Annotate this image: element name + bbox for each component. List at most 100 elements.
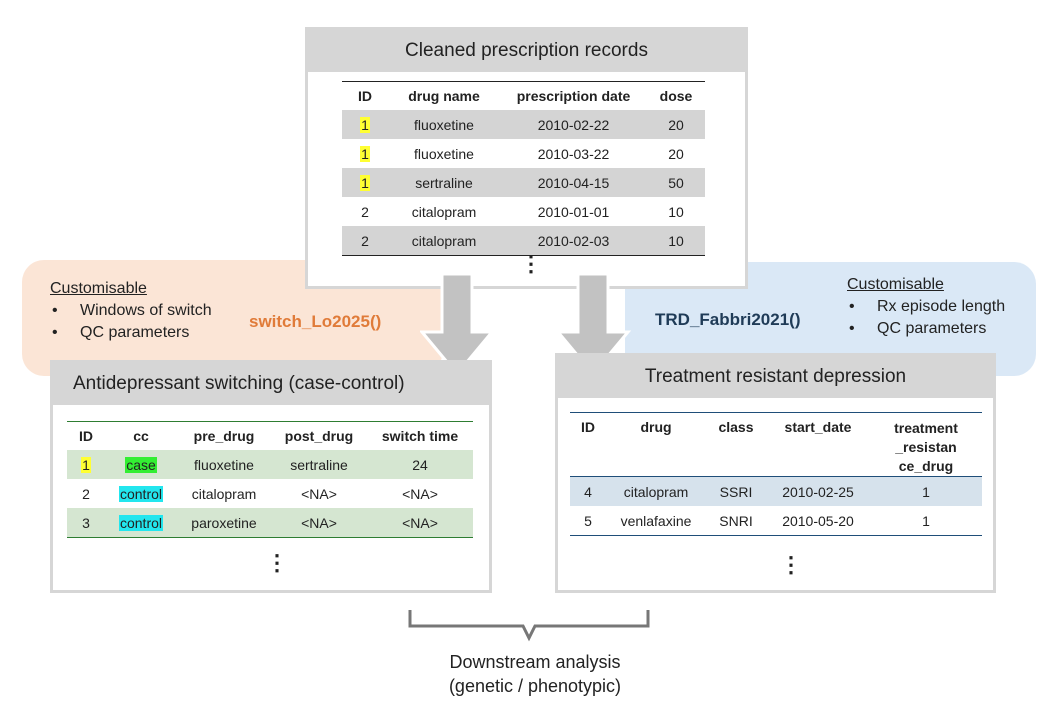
switch-time-cell: <NA> — [367, 508, 473, 538]
customisable-item: Windows of switch — [50, 300, 212, 322]
date-cell: 2010-02-03 — [500, 226, 647, 256]
column-header: drug — [640, 419, 672, 435]
trd-card: Treatment resistant depression ID drug c… — [555, 353, 996, 593]
table-row: 1 sertraline 2010-04-15 50 — [342, 168, 705, 197]
dose-cell: 10 — [647, 226, 705, 256]
table-row: 2 citalopram 2010-02-03 10 — [342, 226, 705, 256]
switch-customisable-block: Customisable Windows of switch QC parame… — [50, 278, 212, 344]
post-drug-cell: sertraline — [271, 450, 367, 479]
card-title: Cleaned prescription records — [308, 30, 745, 72]
start-date-cell: 2010-02-25 — [766, 476, 870, 506]
column-header: drug name — [408, 88, 480, 104]
cc-cell: control — [118, 485, 164, 502]
table-header-row: ID drug class start_date treatment _resi… — [570, 413, 982, 477]
table-row: 4 citalopram SSRI 2010-02-25 1 — [570, 476, 982, 506]
drug-cell: citalopram — [606, 476, 706, 506]
class-cell: SSRI — [706, 476, 766, 506]
cc-cell: case — [125, 456, 157, 473]
column-header: prescription date — [516, 88, 631, 104]
post-drug-cell: <NA> — [271, 508, 367, 538]
dose-cell: 50 — [647, 168, 705, 197]
date-cell: 2010-02-22 — [500, 110, 647, 139]
id-cell: 2 — [361, 203, 369, 220]
column-header: post_drug — [284, 428, 354, 444]
date-cell: 2010-01-01 — [537, 203, 610, 220]
prescription-table: ID drug name prescription date dose 1 fl… — [342, 81, 705, 256]
switching-table: ID cc pre_drug post_drug switch time 1 c… — [67, 421, 473, 538]
drug-cell: sertraline — [388, 168, 500, 197]
drug-cell: citalopram — [411, 203, 477, 220]
id-cell: 3 — [67, 508, 105, 538]
switch-time-cell: <NA> — [402, 485, 438, 502]
table-row: 3 control paroxetine <NA> <NA> — [67, 508, 473, 538]
customisable-list: Windows of switch QC parameters — [50, 300, 212, 344]
switch-time-cell: 24 — [367, 450, 473, 479]
table-row: 2 citalopram 2010-01-01 10 — [342, 197, 705, 226]
switch-function-name: switch_Lo2025() — [249, 312, 382, 331]
column-header: cc — [133, 428, 149, 444]
table-header-row: ID cc pre_drug post_drug switch time — [67, 422, 473, 451]
dose-cell: 10 — [668, 203, 684, 220]
table-row: 1 fluoxetine 2010-03-22 20 — [342, 139, 705, 168]
pre-drug-cell: citalopram — [191, 485, 257, 502]
column-header: ID — [79, 428, 93, 444]
class-cell: SNRI — [719, 512, 753, 529]
drug-cell: citalopram — [388, 226, 500, 256]
table-row: 2 control citalopram <NA> <NA> — [67, 479, 473, 508]
customisable-item: QC parameters — [50, 322, 212, 344]
column-header: pre_drug — [193, 428, 255, 444]
id-cell: 1 — [360, 116, 370, 133]
down-arrow-to-switch — [420, 274, 496, 377]
id-cell: 4 — [570, 476, 606, 506]
column-header: treatment _resistan ce_drug — [894, 420, 958, 474]
date-cell: 2010-04-15 — [500, 168, 647, 197]
customisable-item: Rx episode length — [847, 296, 1005, 318]
drug-cell: venlafaxine — [620, 512, 692, 529]
trd-flag-cell: 1 — [922, 512, 930, 529]
column-header: ID — [358, 88, 372, 104]
card-title: Antidepressant switching (case-control) — [53, 363, 489, 405]
customisable-title: Customisable — [50, 280, 147, 297]
table-row: 1 fluoxetine 2010-02-22 20 — [342, 110, 705, 139]
id-cell: 1 — [81, 456, 91, 473]
trd-table: ID drug class start_date treatment _resi… — [570, 412, 982, 536]
start-date-cell: 2010-05-20 — [782, 512, 854, 529]
more-rows-ellipsis: ⋮ — [780, 552, 802, 577]
id-cell: 2 — [82, 485, 90, 502]
card-title: Treatment resistant depression — [558, 356, 993, 398]
customisable-title: Customisable — [847, 276, 944, 293]
column-header: class — [718, 419, 754, 435]
drug-cell: fluoxetine — [388, 110, 500, 139]
pre-drug-cell: fluoxetine — [177, 450, 271, 479]
table-header-row: ID drug name prescription date dose — [342, 82, 705, 111]
column-header: start_date — [784, 419, 852, 435]
trd-customisable-block: Customisable Rx episode length QC parame… — [847, 274, 1005, 340]
more-rows-ellipsis: ⋮ — [266, 550, 288, 575]
id-cell: 2 — [342, 226, 388, 256]
drug-cell: fluoxetine — [414, 145, 474, 162]
more-rows-ellipsis: ⋮ — [520, 251, 542, 276]
pre-drug-cell: paroxetine — [177, 508, 271, 538]
curly-brace — [408, 610, 650, 642]
table-row: 1 case fluoxetine sertraline 24 — [67, 450, 473, 479]
downstream-analysis-label: Downstream analysis (genetic / phenotypi… — [400, 650, 670, 698]
dose-cell: 20 — [647, 110, 705, 139]
date-cell: 2010-03-22 — [537, 145, 610, 162]
id-cell: 1 — [360, 145, 370, 162]
downstream-subtitle: (genetic / phenotypic) — [448, 676, 622, 696]
column-header: dose — [659, 88, 693, 104]
prescription-records-card: Cleaned prescription records ID drug nam… — [305, 27, 748, 289]
customisable-list: Rx episode length QC parameters — [847, 296, 1005, 340]
post-drug-cell: <NA> — [301, 485, 337, 502]
column-header: ID — [581, 419, 595, 435]
dose-cell: 20 — [668, 145, 684, 162]
trd-function-name: TRD_Fabbri2021() — [655, 310, 801, 329]
id-cell: 1 — [360, 174, 370, 191]
trd-flag-cell: 1 — [870, 476, 982, 506]
table-row: 5 venlafaxine SNRI 2010-05-20 1 — [570, 506, 982, 536]
customisable-item: QC parameters — [847, 318, 1005, 340]
cc-cell: control — [118, 514, 164, 531]
switching-card: Antidepressant switching (case-control) … — [50, 360, 492, 593]
downstream-title: Downstream analysis — [449, 652, 621, 672]
column-header: switch time — [381, 428, 459, 444]
